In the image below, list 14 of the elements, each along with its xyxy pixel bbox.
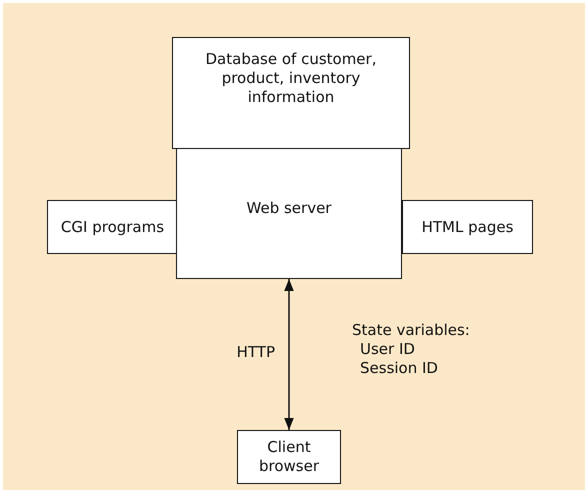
box-label: Database of customer, product, inventory information: [204, 49, 378, 108]
process-box: [237, 430, 341, 484]
process-box: [172, 37, 410, 149]
box-label: Web server: [246, 198, 332, 219]
process-box: [176, 148, 402, 279]
process-box: [47, 200, 178, 254]
note-text: Session ID: [360, 359, 438, 378]
note-text: User ID: [360, 340, 415, 360]
note-text: State variables:: [352, 321, 470, 340]
box-label: CGI programs: [60, 216, 166, 238]
box-label: Client browser: [258, 437, 320, 477]
double-arrow: [284, 279, 294, 430]
box-label: HTML pages: [420, 216, 514, 238]
process-box: [402, 200, 533, 254]
